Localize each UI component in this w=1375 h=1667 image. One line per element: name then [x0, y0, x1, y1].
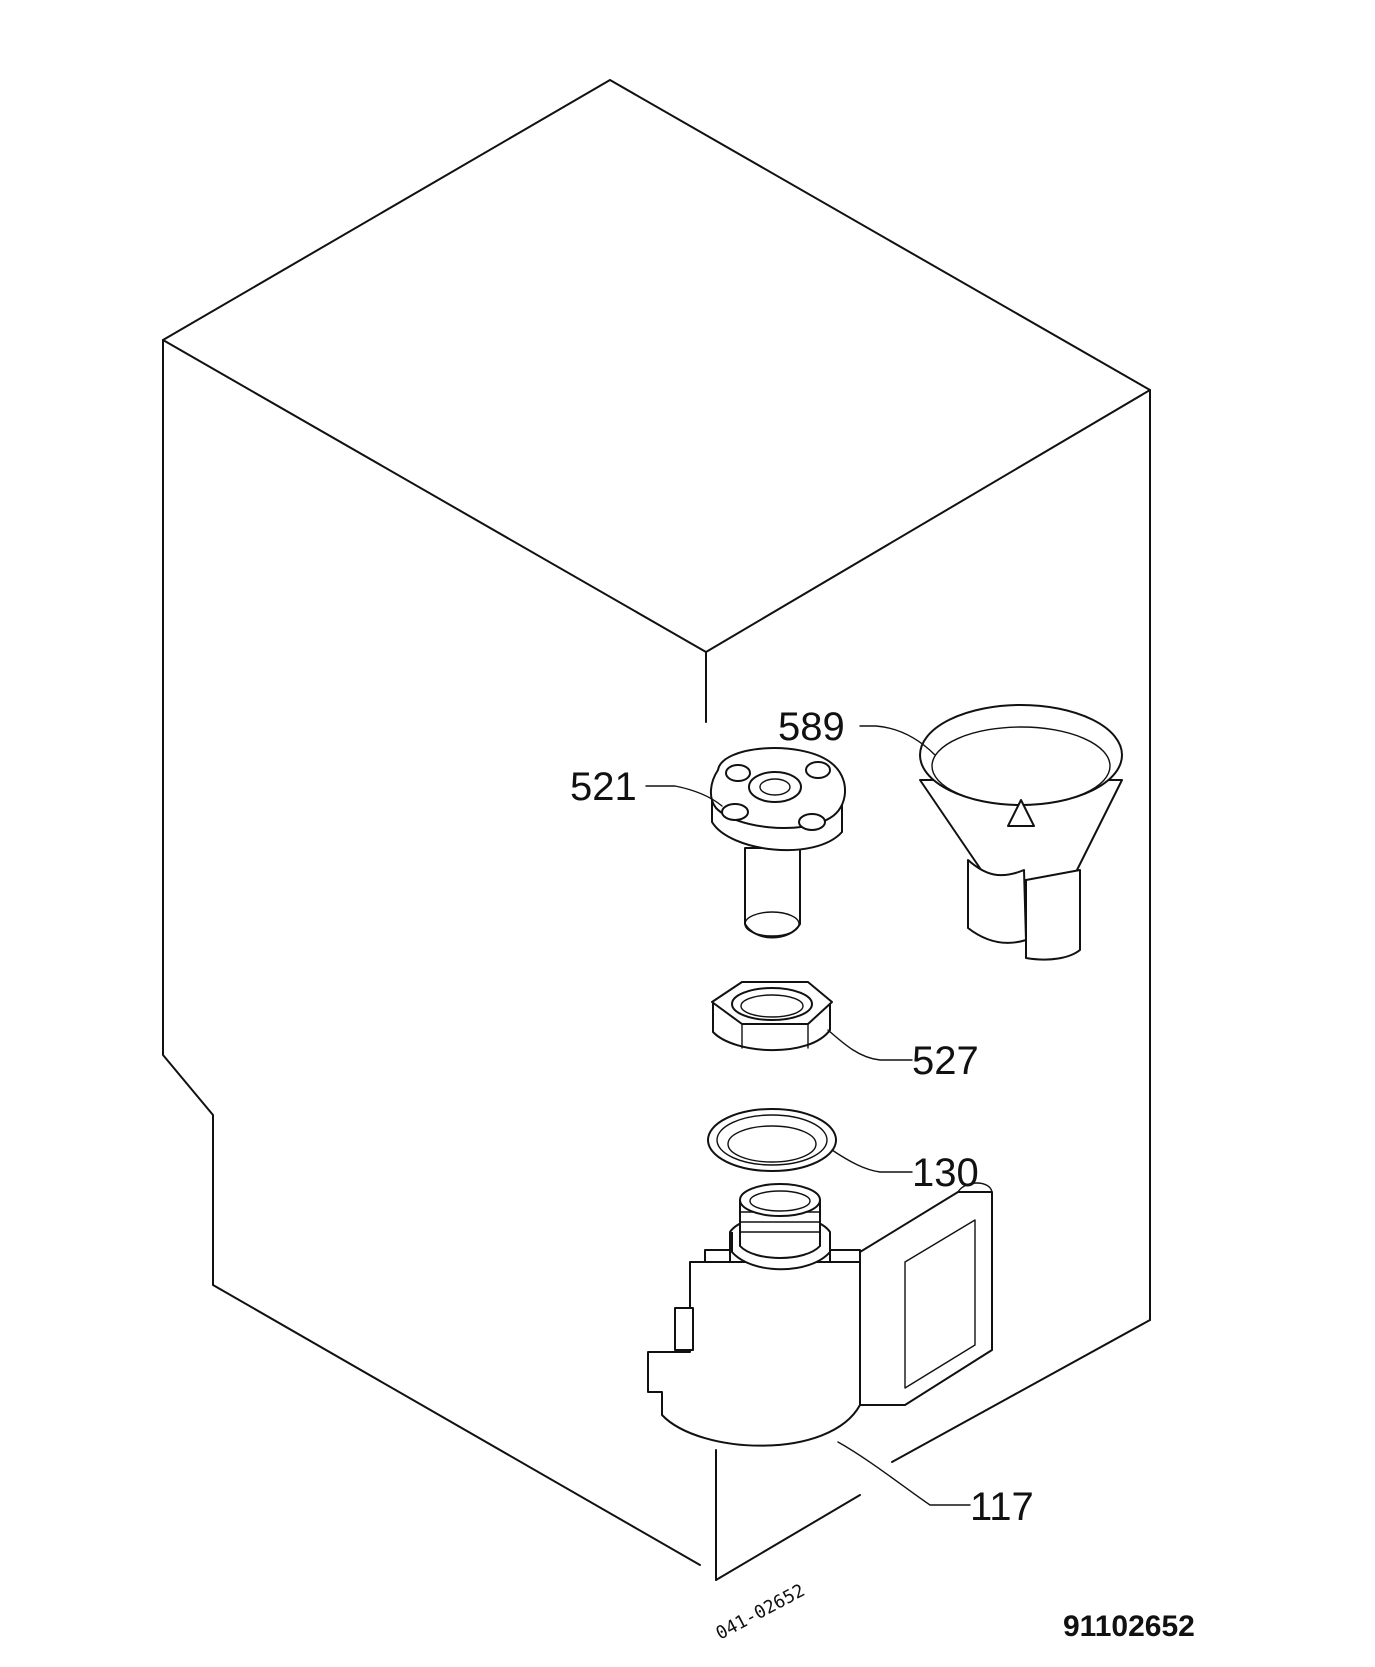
- document-number: 91102652: [1063, 1610, 1195, 1643]
- callout-527: 527: [912, 1039, 979, 1083]
- valve-cap-part-521: [710, 747, 846, 939]
- funnel-part-589: [919, 704, 1123, 961]
- callout-117: 117: [970, 1485, 1034, 1529]
- drawing-code: 041-02652: [712, 1580, 808, 1644]
- cabinet-outline: [162, 79, 1151, 1581]
- callout-130: 130: [912, 1151, 979, 1195]
- seal-ring-part-130: [707, 1108, 837, 1172]
- hex-nut-part-527: [711, 981, 833, 1052]
- callout-589: 589: [778, 705, 845, 749]
- callout-521: 521: [570, 765, 637, 809]
- callout-labels: 589 521 527 130 117: [570, 705, 1034, 1529]
- callout-leader-lines: [645, 725, 971, 1506]
- inlet-valve-part-117: [647, 1182, 993, 1447]
